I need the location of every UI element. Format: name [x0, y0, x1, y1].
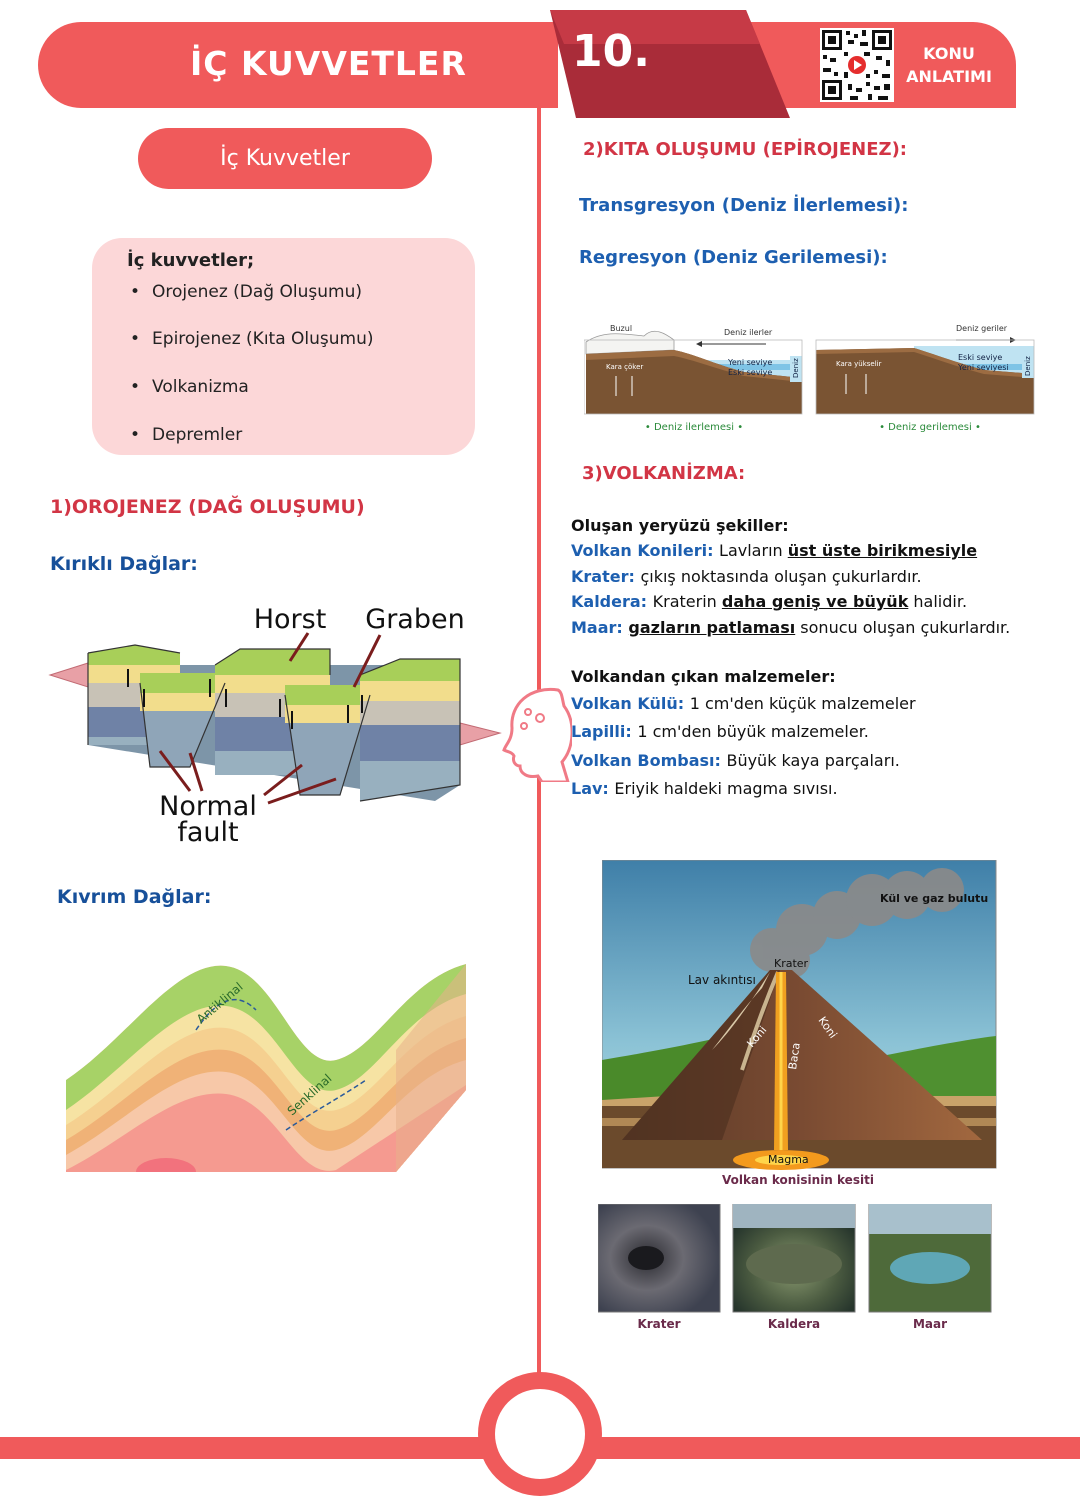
cloud-label: Kül ve gaz bulutu — [880, 892, 988, 905]
header-banner-left — [38, 22, 558, 108]
deniz-label-left: Deniz — [792, 358, 800, 378]
list-item: Orojenez (Dağ Oluşumu) — [130, 282, 362, 302]
list-item: Depremler — [130, 425, 242, 445]
kirikli-heading: Kırıklı Dağlar: — [50, 553, 198, 575]
epirojenez-heading: 2)KITA OLUŞUMU (EPİROJENEZ): — [583, 139, 907, 160]
deniz-ilerler-label: Deniz ilerler — [724, 328, 773, 337]
maar-photo-caption: Maar — [913, 1317, 947, 1331]
deniz-label-right: Deniz — [1024, 356, 1032, 376]
list-item: Volkanizma — [130, 377, 249, 397]
fault-block-diagram: Horst Graben Normal fault — [48, 604, 502, 848]
yeni-seviyesi-label: Yeni seviyesi — [957, 363, 1009, 372]
deniz-ilerlemesi-caption: • Deniz ilerlemesi • — [645, 422, 743, 433]
material-lapilli: Lapilli: 1 cm'den büyük malzemeler. — [571, 722, 869, 741]
head-profile-icon — [502, 687, 572, 782]
unit-number: 10. — [572, 26, 650, 77]
baca-label: Baca — [786, 1042, 803, 1071]
fault-label: fault — [177, 817, 238, 848]
magma-label: Magma — [768, 1153, 809, 1166]
graben-label: Graben — [365, 604, 464, 635]
fold-mountain-diagram: Antiklinal Senklinal — [66, 964, 466, 1172]
regresyon-label: Regresyon (Deniz Gerilemesi): — [579, 247, 888, 268]
kivrim-heading: Kıvrım Dağlar: — [57, 886, 212, 908]
shape-line-krater: Krater: çıkış noktasında oluşan çukurlar… — [571, 567, 922, 586]
volkanizma-heading: 3)VOLKANİZMA: — [582, 463, 746, 484]
deniz-gerilemesi-caption: • Deniz gerilemesi • — [879, 422, 981, 433]
lav-akintisi-label: Lav akıntısı — [688, 973, 756, 987]
krater-label: Krater — [774, 957, 809, 970]
eski-seviye-label-right: Eski seviye — [958, 353, 1002, 362]
konu-line-2: ANLATIMI — [906, 67, 992, 86]
normal-label: Normal — [159, 791, 257, 822]
konu-line-1: KONU — [923, 44, 975, 63]
material-volkan-kulu: Volkan Külü: 1 cm'den küçük malzemeler — [571, 694, 916, 713]
konu-anlatimi-label: KONU ANLATIMI — [902, 42, 996, 88]
buzul-label: Buzul — [610, 324, 632, 333]
footer-circle-inner — [495, 1389, 585, 1479]
krater-photo-caption: Krater — [637, 1317, 680, 1331]
kaldera-photo-caption: Kaldera — [768, 1317, 820, 1331]
shape-line-volkan-konileri: Volkan Konileri: Lavların üst üste birik… — [571, 541, 978, 560]
summary-heading: İç kuvvetler; — [127, 250, 255, 271]
page-title: İÇ KUVVETLER — [190, 44, 467, 83]
kara-coker-label: Kara çöker — [606, 363, 643, 371]
unit-badge — [550, 10, 790, 118]
volcano-caption: Volkan konisinin kesiti — [722, 1173, 874, 1187]
transgresyon-label: Transgresyon (Deniz İlerlemesi): — [579, 195, 909, 216]
volcano-cross-section: Kül ve gaz bulutu Krater Lav akıntısı Ko… — [602, 860, 997, 1187]
deniz-geriler-label: Deniz geriler — [956, 324, 1008, 333]
yeni-seviye-label: Yeni seviye — [727, 358, 772, 367]
list-item: Epirojenez (Kıta Oluşumu) — [130, 329, 373, 349]
sea-level-diagram: Buzul Deniz ilerler Yeni seviye Eski sev… — [584, 324, 1035, 433]
section-pill-title: İç Kuvvetler — [138, 128, 432, 189]
materials-heading: Volkandan çıkan malzemeler: — [571, 667, 836, 686]
material-lav: Lav: Eriyik haldeki magma sıvısı. — [571, 779, 838, 798]
shapes-heading: Oluşan yeryüzü şekiller: — [571, 516, 789, 535]
horst-label: Horst — [254, 604, 327, 635]
shape-line-kaldera: Kaldera: Kraterin daha geniş ve büyük ha… — [571, 592, 968, 611]
volcanic-landforms-photos: Krater Kaldera Maar — [598, 1204, 992, 1331]
material-volkan-bombasi: Volkan Bombası: Büyük kaya parçaları. — [571, 751, 900, 770]
kara-yukselir-label: Kara yükselir — [836, 360, 882, 368]
orojenez-heading: 1)OROJENEZ (DAĞ OLUŞUMU) — [50, 496, 365, 518]
shape-line-maar: Maar: gazların patlaması sonucu oluşan ç… — [571, 618, 1011, 637]
qr-code-icon[interactable] — [820, 28, 894, 102]
eski-seviye-label: Eski seviye — [728, 368, 772, 377]
